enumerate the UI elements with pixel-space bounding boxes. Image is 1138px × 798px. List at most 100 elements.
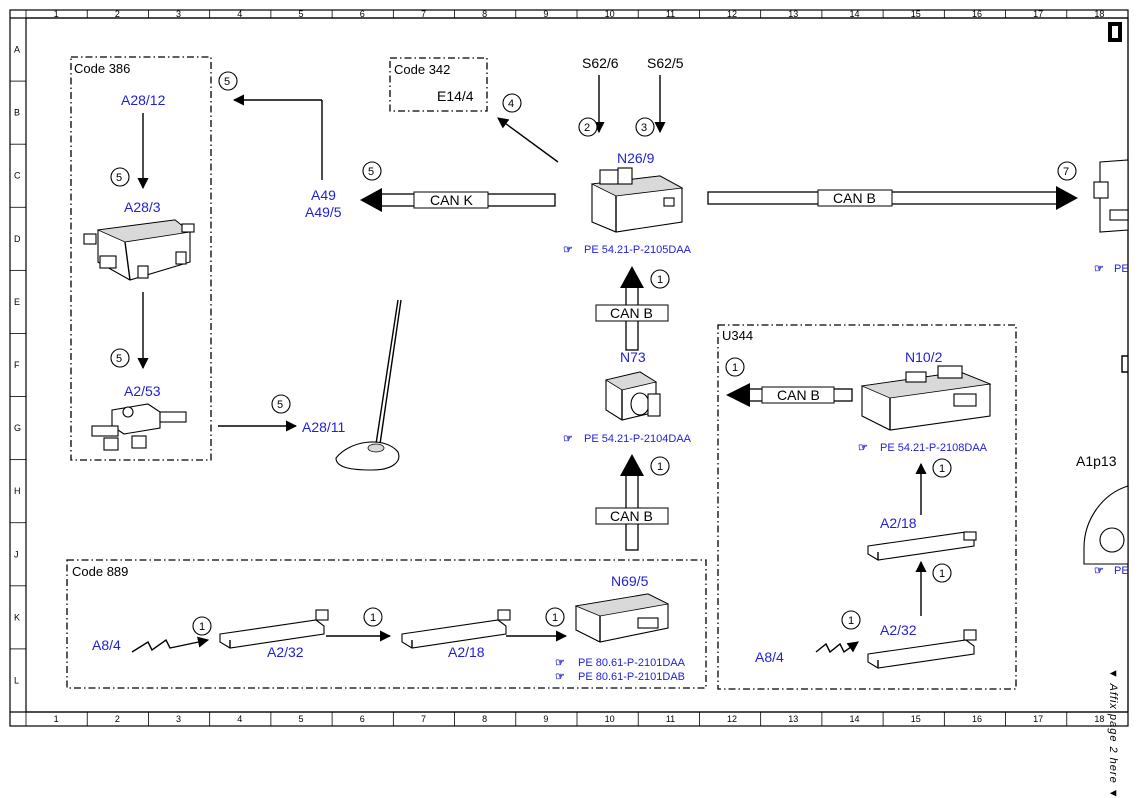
component-a2-32-u344 — [867, 629, 977, 669]
column-number-top: 11 — [666, 9, 675, 19]
svg-text:1: 1 — [552, 612, 558, 624]
zone-label-u344: U344 — [722, 328, 753, 343]
row-letter: E — [14, 297, 20, 307]
label-a8-4-code889: A8/4 — [92, 637, 121, 653]
column-number-top: 18 — [1094, 9, 1104, 19]
label-n69-5: N69/5 — [611, 573, 649, 589]
column-number-bottom: 11 — [666, 714, 675, 724]
right-edge-content: ☞ PE A1p13 ☞ PE — [1076, 22, 1129, 577]
ref-text-n73: PE 54.21-P-2104DAA — [584, 433, 692, 445]
column-number-bottom: 1 — [54, 714, 59, 724]
column-number-bottom: 7 — [421, 714, 426, 724]
column-number-bottom: 5 — [299, 714, 304, 724]
side-note-affix: ▼ Affix page 2 here ▼ — [1107, 668, 1119, 798]
bus-can-b-upper: CAN B — [595, 266, 669, 351]
column-number-bottom: 18 — [1094, 714, 1104, 724]
callout-3: 3 — [635, 117, 655, 137]
callout-7: 7 — [1057, 161, 1077, 181]
svg-text:5: 5 — [368, 166, 374, 178]
bus-can-b-u344: CAN B — [726, 383, 853, 407]
bus-can-k: CAN K — [360, 188, 556, 212]
label-e14-4: E14/4 — [437, 88, 474, 104]
component-n69-5 — [574, 593, 670, 643]
svg-text:☞: ☞ — [555, 657, 565, 669]
component-a2-18-u344 — [867, 531, 977, 561]
component-n10-2 — [860, 365, 992, 431]
callout-5-a28-3: 5 — [110, 167, 130, 187]
callout-1-upper: 1 — [650, 269, 670, 289]
callout-1-a2-18-u: 1 — [932, 563, 952, 583]
ref-n69-5: ☞ PE 80.61-P-2101DAA ☞ PE 80.61-P-2101DA… — [555, 657, 686, 683]
svg-text:1: 1 — [199, 621, 205, 633]
zone-code-342: Code 342 E14/4 — [389, 57, 488, 112]
callout-5-can-k: 5 — [362, 161, 382, 181]
column-number-top: 16 — [972, 9, 982, 19]
label-s62-5: S62/5 — [647, 55, 684, 71]
zone-label-code-386: Code 386 — [74, 61, 130, 76]
ref-text-right-b: PE — [1114, 565, 1129, 577]
column-number-bottom: 4 — [237, 714, 242, 724]
ref-text-right-a: PE — [1114, 263, 1129, 275]
component-a2-32-code889 — [219, 609, 329, 649]
column-number-top: 10 — [605, 9, 615, 19]
column-number-top: 1 — [54, 9, 59, 19]
svg-text:5: 5 — [116, 353, 122, 365]
svg-text:7: 7 — [1063, 166, 1069, 178]
row-letter: H — [14, 486, 21, 496]
callout-1-a8-4-u: 1 — [841, 610, 861, 630]
callouts: 5 5 5 5 5 4 2 3 7 1 1 1 1 1 1 1 1 1 — [110, 71, 1077, 636]
component-a2-18-code889 — [401, 609, 511, 649]
label-a1p13: A1p13 — [1076, 453, 1117, 469]
row-letter: F — [14, 360, 20, 370]
row-letter: B — [14, 108, 20, 118]
bus-can-b-main: CAN B — [707, 186, 1078, 210]
callout-2: 2 — [578, 117, 598, 137]
svg-text:☞: ☞ — [563, 433, 573, 445]
ref-text-n10-2: PE 54.21-P-2108DAA — [880, 442, 988, 454]
label-a49: A49 — [311, 187, 336, 203]
svg-text:5: 5 — [224, 76, 230, 88]
ref-text-n69-5-b: PE 80.61-P-2101DAB — [578, 671, 685, 683]
label-a8-4-u344: A8/4 — [755, 649, 784, 665]
column-number-top: 14 — [850, 9, 860, 19]
column-number-top: 5 — [299, 9, 304, 19]
column-number-top: 4 — [237, 9, 242, 19]
label-n73: N73 — [620, 349, 646, 365]
svg-text:2: 2 — [584, 122, 590, 134]
label-can-b-upper: CAN B — [610, 305, 653, 321]
label-a2-32-u344: A2/32 — [880, 622, 917, 638]
row-letter: A — [14, 45, 20, 55]
row-letter: J — [14, 549, 19, 559]
svg-text:5: 5 — [277, 399, 283, 411]
svg-text:1: 1 — [939, 463, 945, 475]
callout-5-top-left: 5 — [218, 71, 238, 91]
zone-code-386: Code 386 A28/12 A28/3 A2/53 — [70, 56, 212, 461]
svg-text:☞: ☞ — [563, 244, 573, 256]
column-number-top: 13 — [788, 9, 798, 19]
label-a2-53: A2/53 — [124, 383, 161, 399]
component-antenna — [335, 299, 402, 471]
svg-text:1: 1 — [657, 274, 663, 286]
column-number-top: 17 — [1033, 9, 1043, 19]
column-number-top: 3 — [176, 9, 181, 19]
column-number-bottom: 13 — [788, 714, 798, 724]
component-n26-9 — [590, 167, 684, 233]
label-n10-2: N10/2 — [905, 349, 943, 365]
row-letter: D — [14, 234, 21, 244]
row-letter: C — [14, 171, 21, 181]
callout-1-u344-can: 1 — [725, 357, 745, 377]
callout-1-lower: 1 — [650, 456, 670, 476]
label-s62-6: S62/6 — [582, 55, 619, 71]
column-number-bottom: 2 — [115, 714, 120, 724]
component-a28-3 — [83, 219, 195, 281]
label-can-b-main: CAN B — [833, 190, 876, 206]
callout-5-a28-11: 5 — [271, 394, 291, 414]
callout-1-code889-b: 1 — [363, 607, 383, 627]
svg-text:☞: ☞ — [1094, 565, 1104, 577]
column-number-bottom: 9 — [543, 714, 548, 724]
svg-text:1: 1 — [370, 612, 376, 624]
column-number-top: 2 — [115, 9, 120, 19]
